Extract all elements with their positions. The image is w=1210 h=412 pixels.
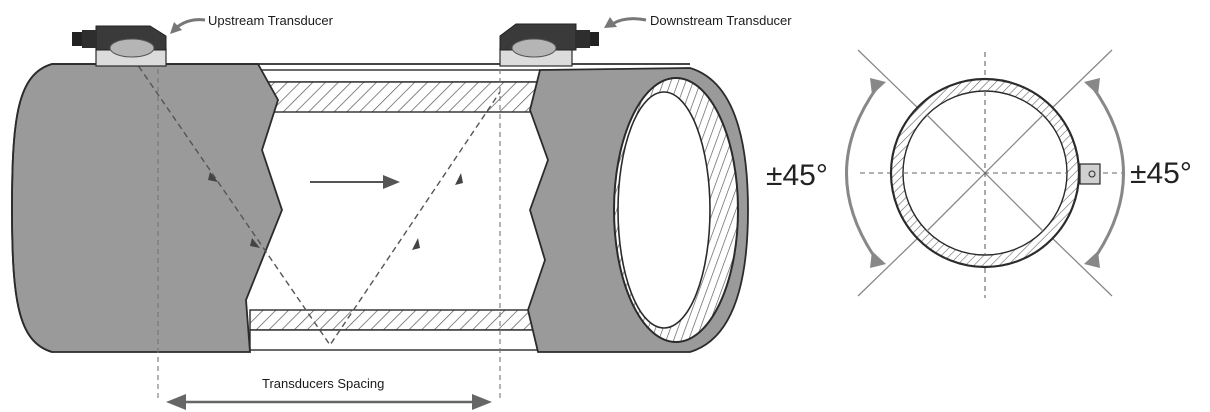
transducers-spacing-label: Transducers Spacing <box>262 376 385 391</box>
double-arrow-icon <box>166 394 492 410</box>
upstream-pointer <box>170 18 206 34</box>
arrow-right-icon <box>310 175 400 189</box>
sound-path <box>132 57 501 347</box>
upstream-transducer-label: Upstream Transducer <box>208 13 333 28</box>
upstream-transducer <box>72 25 167 67</box>
spacing-reference-lines <box>157 60 501 402</box>
pipe-upper-wall <box>254 69 556 113</box>
downstream-pointer <box>604 17 647 28</box>
sound-path-arrows <box>208 172 463 250</box>
pipe-side-view <box>11 63 749 353</box>
pipe-left-shell <box>11 63 283 353</box>
cross-section-transducer <box>1079 163 1101 185</box>
rotation-arc-left <box>845 85 880 263</box>
downstream-transducer-label: Downstream Transducer <box>650 13 792 28</box>
rotation-arc-right-heads <box>1084 78 1100 268</box>
downstream-transducer <box>499 23 599 67</box>
angle-label-right: ±45° <box>1130 157 1192 190</box>
rotation-arc-right <box>1090 85 1125 263</box>
rotation-arc-left-heads <box>870 78 886 268</box>
pipe-end-opening <box>613 77 739 343</box>
pipe-lower-wall <box>249 309 551 351</box>
angle-label-left: ±45° <box>766 159 828 192</box>
pipe-cross-section <box>857 49 1122 298</box>
